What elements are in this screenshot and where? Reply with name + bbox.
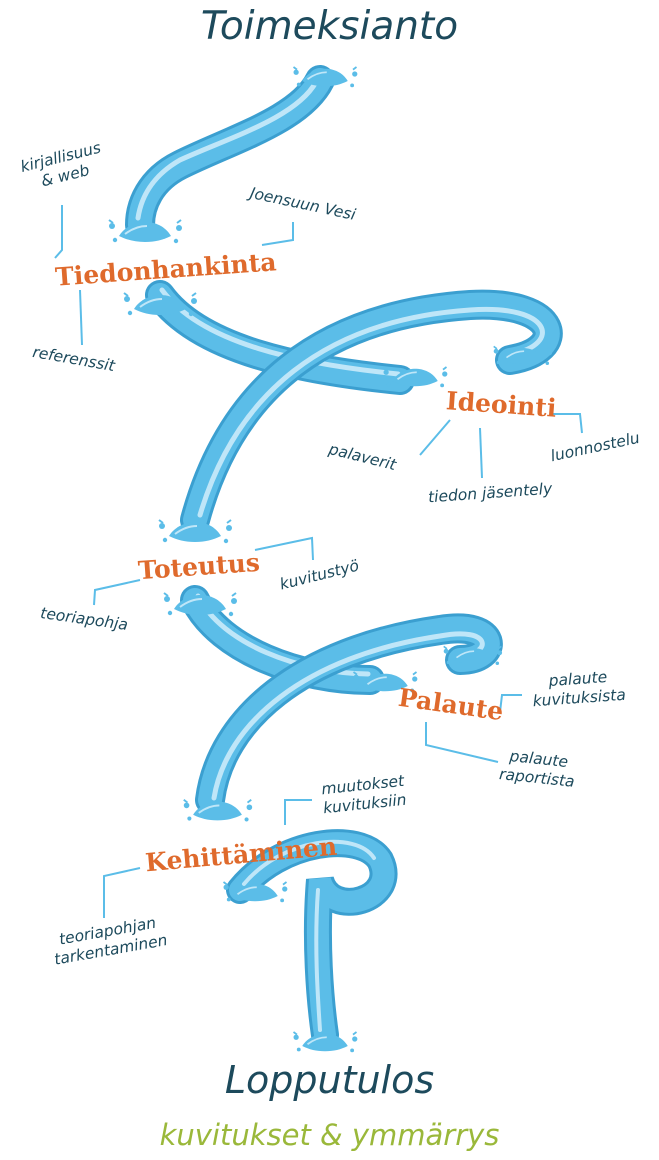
line-kuvitustyo — [254, 536, 314, 561]
line-muutokset — [284, 799, 312, 825]
line-tiedon — [479, 427, 483, 479]
line-palaute-raportista — [425, 722, 499, 763]
line-referenssit — [79, 289, 83, 346]
line-luonnostelu — [552, 413, 583, 434]
line-palaute-kuvituksista — [499, 694, 522, 713]
connector-lines — [54, 205, 583, 918]
line-kirjallisuus — [54, 205, 63, 259]
result-title: Lopputulos — [224, 1058, 435, 1102]
line-teoriapohja — [93, 579, 141, 606]
line-teoriapohjan — [103, 867, 141, 918]
line-palaverit — [419, 419, 451, 456]
result-subtitle: kuvitukset & ymmärrys — [159, 1118, 500, 1152]
page-title: Toimeksianto — [200, 4, 459, 49]
line-joensuun — [261, 222, 294, 246]
